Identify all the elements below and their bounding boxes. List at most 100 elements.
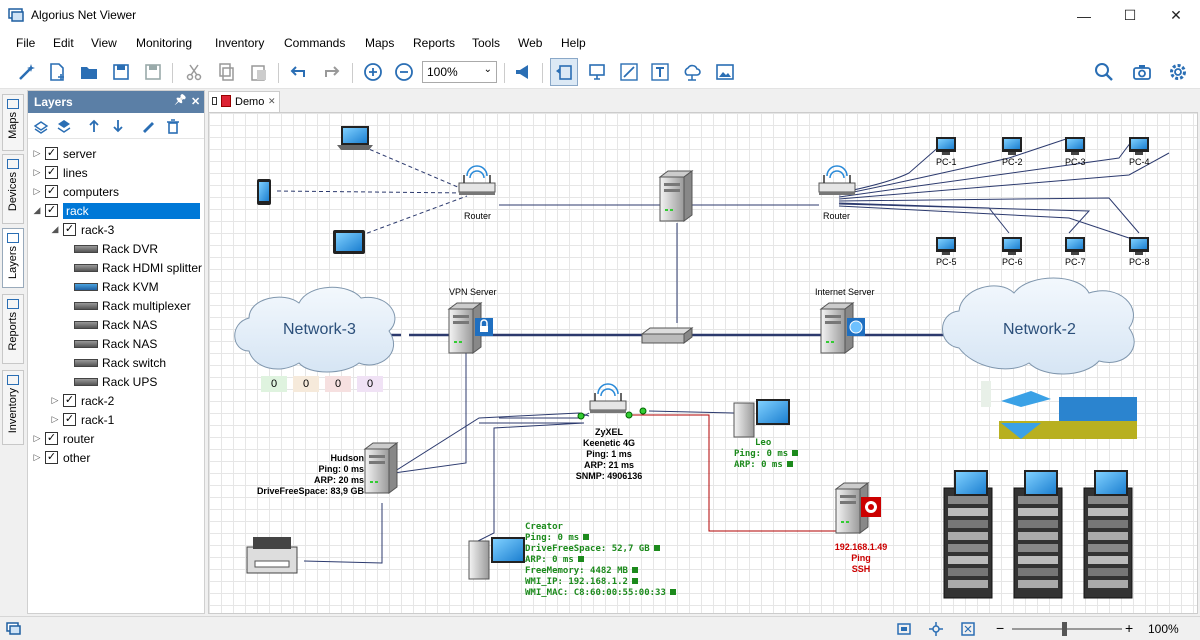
- laptop-icon[interactable]: [337, 126, 373, 150]
- zoom-slider-thumb[interactable]: [1062, 622, 1067, 636]
- close-button[interactable]: ✕: [1170, 7, 1182, 23]
- move-up-icon[interactable]: [86, 118, 102, 134]
- switch-icon[interactable]: [640, 327, 694, 344]
- minimize-button[interactable]: —: [1077, 7, 1091, 24]
- save-all-icon[interactable]: [142, 61, 164, 83]
- menu-commands[interactable]: Commands: [284, 36, 346, 50]
- checkbox[interactable]: ✓: [45, 432, 58, 445]
- tree-item-rack-hdmi-splitter[interactable]: Rack HDMI splitter: [74, 258, 202, 277]
- tree-item-rack-1[interactable]: ▷✓rack-1: [50, 410, 115, 429]
- cut-icon[interactable]: [183, 61, 205, 83]
- menu-file[interactable]: File: [16, 36, 36, 50]
- zoom-select[interactable]: 100%⌄: [422, 61, 497, 83]
- tree-item-rack-3[interactable]: ◢✓rack-3: [50, 220, 115, 239]
- add-image-icon[interactable]: [714, 61, 736, 83]
- new-document-icon[interactable]: [46, 61, 68, 83]
- checkbox[interactable]: ✓: [45, 166, 58, 179]
- select-mode-icon[interactable]: [550, 58, 578, 86]
- collapse-arrow-icon[interactable]: ◢: [33, 205, 41, 215]
- tree-item-rack-switch[interactable]: Rack switch: [74, 353, 166, 372]
- expand-arrow-icon[interactable]: ▷: [51, 414, 59, 424]
- pc-icon[interactable]: [936, 237, 956, 255]
- zoom-out-button[interactable]: −: [996, 620, 1005, 636]
- rack-2-icon[interactable]: [1013, 470, 1063, 599]
- megaphone-icon[interactable]: [512, 61, 534, 83]
- menu-monitoring[interactable]: Monitoring: [136, 36, 193, 50]
- zoom-slider[interactable]: [1012, 628, 1122, 630]
- expand-arrow-icon[interactable]: ▷: [33, 167, 41, 177]
- tree-item-router[interactable]: ▷✓router: [32, 429, 95, 448]
- fit-page-icon[interactable]: [896, 621, 912, 637]
- camera-icon[interactable]: [1131, 61, 1153, 83]
- tree-item-rack-dvr[interactable]: Rack DVR: [74, 239, 158, 258]
- expand-arrow-icon[interactable]: ▷: [51, 395, 59, 405]
- expand-arrow-icon[interactable]: ▷: [33, 148, 41, 158]
- router-left-icon[interactable]: [458, 165, 496, 196]
- tree-item-rack-nas[interactable]: Rack NAS: [74, 315, 157, 334]
- menu-reports[interactable]: Reports: [413, 36, 456, 50]
- redo-icon[interactable]: [320, 61, 342, 83]
- checkbox[interactable]: ✓: [45, 204, 58, 217]
- tree-item-rack-multiplexer[interactable]: Rack multiplexer: [74, 296, 191, 315]
- center-view-icon[interactable]: [928, 621, 944, 637]
- pc-icon[interactable]: [936, 137, 956, 155]
- checkbox[interactable]: ✓: [63, 223, 76, 236]
- expand-arrow-icon[interactable]: ▷: [33, 452, 41, 462]
- tab-maps[interactable]: Maps: [2, 94, 24, 151]
- tree-item-server[interactable]: ▷✓server: [32, 144, 97, 163]
- phone-icon[interactable]: [257, 179, 271, 205]
- tab-demo[interactable]: Demo ✕: [208, 91, 280, 112]
- delete-icon[interactable]: [165, 118, 181, 134]
- undo-icon[interactable]: [288, 61, 310, 83]
- checkbox[interactable]: ✓: [63, 394, 76, 407]
- rack-3-icon[interactable]: [1083, 470, 1133, 599]
- pc-icon[interactable]: [1065, 137, 1085, 155]
- checkbox[interactable]: ✓: [45, 451, 58, 464]
- fit-screen-icon[interactable]: [960, 621, 976, 637]
- copy-icon[interactable]: [216, 61, 238, 83]
- rack-1-icon[interactable]: [943, 470, 993, 599]
- checkbox[interactable]: ✓: [45, 185, 58, 198]
- cloud-network-3[interactable]: [234, 286, 396, 373]
- tablet-icon[interactable]: [333, 230, 365, 254]
- magic-wand-icon[interactable]: [16, 61, 38, 83]
- zyxel-router-icon[interactable]: [589, 383, 627, 414]
- open-folder-icon[interactable]: [78, 61, 100, 83]
- pc-icon[interactable]: [1002, 137, 1022, 155]
- menu-inventory[interactable]: Inventory: [215, 36, 265, 50]
- tab-inventory[interactable]: Inventory: [2, 370, 24, 445]
- tree-item-other[interactable]: ▷✓other: [32, 448, 91, 467]
- zoom-in-button[interactable]: +: [1125, 620, 1134, 636]
- pc-icon[interactable]: [1129, 137, 1149, 155]
- tree-item-rack-kvm[interactable]: Rack KVM: [74, 277, 159, 296]
- expand-arrow-icon[interactable]: ▷: [33, 186, 41, 196]
- gear-icon[interactable]: [1167, 61, 1189, 83]
- pc-icon[interactable]: [1002, 237, 1022, 255]
- checkbox[interactable]: ✓: [45, 147, 58, 160]
- add-device-icon[interactable]: [586, 61, 608, 83]
- menu-help[interactable]: Help: [561, 36, 586, 50]
- add-layer-icon[interactable]: [33, 118, 49, 134]
- tree-item-rack-2[interactable]: ▷✓rack-2: [50, 391, 115, 410]
- add-network-icon[interactable]: [681, 61, 703, 83]
- search-icon[interactable]: [1093, 61, 1115, 83]
- save-icon[interactable]: [110, 61, 132, 83]
- workstation-leo-icon[interactable]: [733, 399, 790, 438]
- checkbox[interactable]: ✓: [63, 413, 76, 426]
- maximize-button[interactable]: ☐: [1123, 7, 1137, 23]
- tree-item-computers[interactable]: ▷✓computers: [32, 182, 120, 201]
- tree-item-rack-nas[interactable]: Rack NAS: [74, 334, 157, 353]
- add-line-icon[interactable]: [618, 61, 640, 83]
- move-down-icon[interactable]: [110, 118, 126, 134]
- collapse-arrow-icon[interactable]: ◢: [51, 224, 59, 234]
- pin-icon[interactable]: 📌: [174, 95, 187, 106]
- tab-layers[interactable]: Layers: [2, 228, 24, 288]
- map-canvas[interactable]: Router Router PC-1 PC-2 PC-3 PC-4 PC-5 P…: [208, 112, 1198, 614]
- tab-devices[interactable]: Devices: [2, 154, 24, 224]
- tab-reports[interactable]: Reports: [2, 294, 24, 364]
- server-hudson-icon[interactable]: [364, 442, 398, 494]
- tree-item-rack-ups[interactable]: Rack UPS: [74, 372, 157, 391]
- router-right-icon[interactable]: [818, 165, 856, 196]
- pc-icon[interactable]: [1129, 237, 1149, 255]
- zoom-out-icon[interactable]: [393, 61, 415, 83]
